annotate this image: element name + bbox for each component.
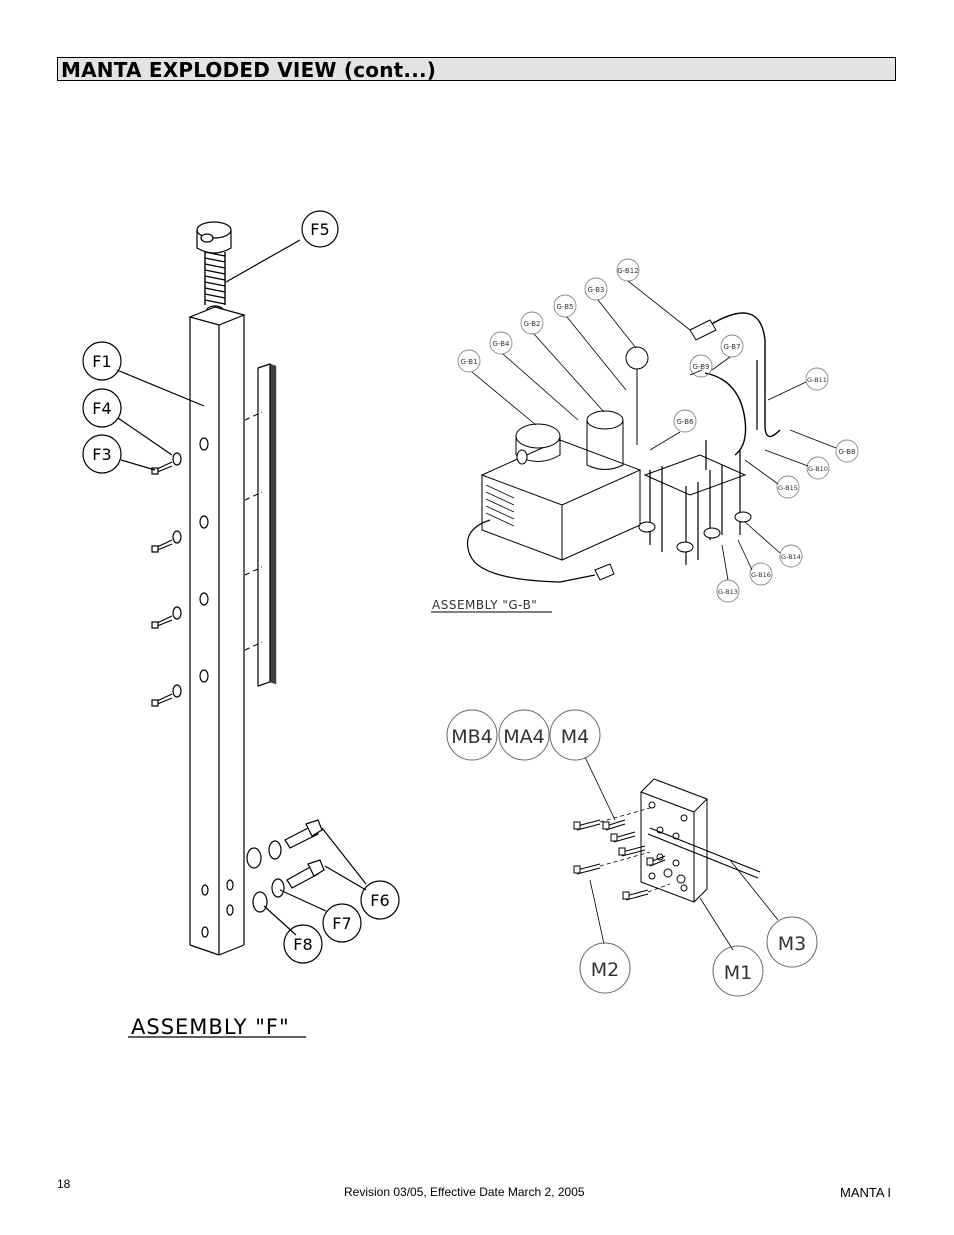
callout-f7: F7 [332,914,351,933]
callout-g-b5: G-B5 [557,303,574,311]
assembly-f-caption: ASSEMBLY "F" [131,1015,290,1039]
callout-g-b14: G-B14 [781,553,801,561]
callout-g-b6: G-B6 [677,418,695,426]
callout-f8: F8 [293,935,312,954]
callout-f5: F5 [310,220,329,239]
callout-g-b15: G-B15 [778,484,798,492]
assembly-m-callouts: MB4 MA4 M4 M2 M1 M3 [451,726,806,984]
callout-mb4: MB4 [451,726,493,748]
callout-g-b3: G-B3 [588,286,605,294]
assembly-gb-callouts: G-B12 G-B3 G-B5 G-B2 G-B4 G-B1 G-B7 G-B9… [461,267,856,596]
page-title: MANTA EXPLODED VIEW (cont...) [61,58,437,82]
page-number: 18 [57,1177,71,1191]
revision-note: Revision 03/05, Effective Date March 2, … [344,1185,585,1199]
callout-g-b16: G-B16 [751,571,771,579]
callout-g-b7: G-B7 [724,343,741,351]
callout-g-b10: G-B10 [808,465,828,473]
callout-g-b8: G-B8 [839,448,856,456]
page-title-bar: MANTA EXPLODED VIEW (cont...) [57,57,896,82]
callout-g-b2: G-B2 [524,320,541,328]
callout-g-b1: G-B1 [461,358,478,366]
callout-g-b4: G-B4 [493,340,511,348]
callout-ma4: MA4 [503,726,544,748]
callout-m2: M2 [591,959,619,981]
callout-f1: F1 [92,352,111,371]
callout-m3: M3 [778,933,806,955]
callout-g-b13: G-B13 [718,588,738,596]
callout-m1: M1 [724,962,752,984]
callout-g-b11: G-B11 [807,376,827,384]
callout-f4: F4 [92,399,111,418]
product-name: MANTA I [840,1185,892,1200]
callout-f3: F3 [92,445,111,464]
assembly-m-drawing [446,709,818,997]
assembly-gb-drawing [457,258,859,603]
callout-g-b9: G-B9 [693,363,710,371]
assembly-f-callouts: F5 F1 F4 F3 F6 F7 F8 [92,220,389,954]
callout-g-b12: G-B12 [617,267,638,275]
assembly-f-drawing [82,210,400,964]
assembly-gb-caption: ASSEMBLY "G-B" [432,598,537,612]
callout-m4: M4 [561,726,589,748]
callout-f6: F6 [370,891,389,910]
